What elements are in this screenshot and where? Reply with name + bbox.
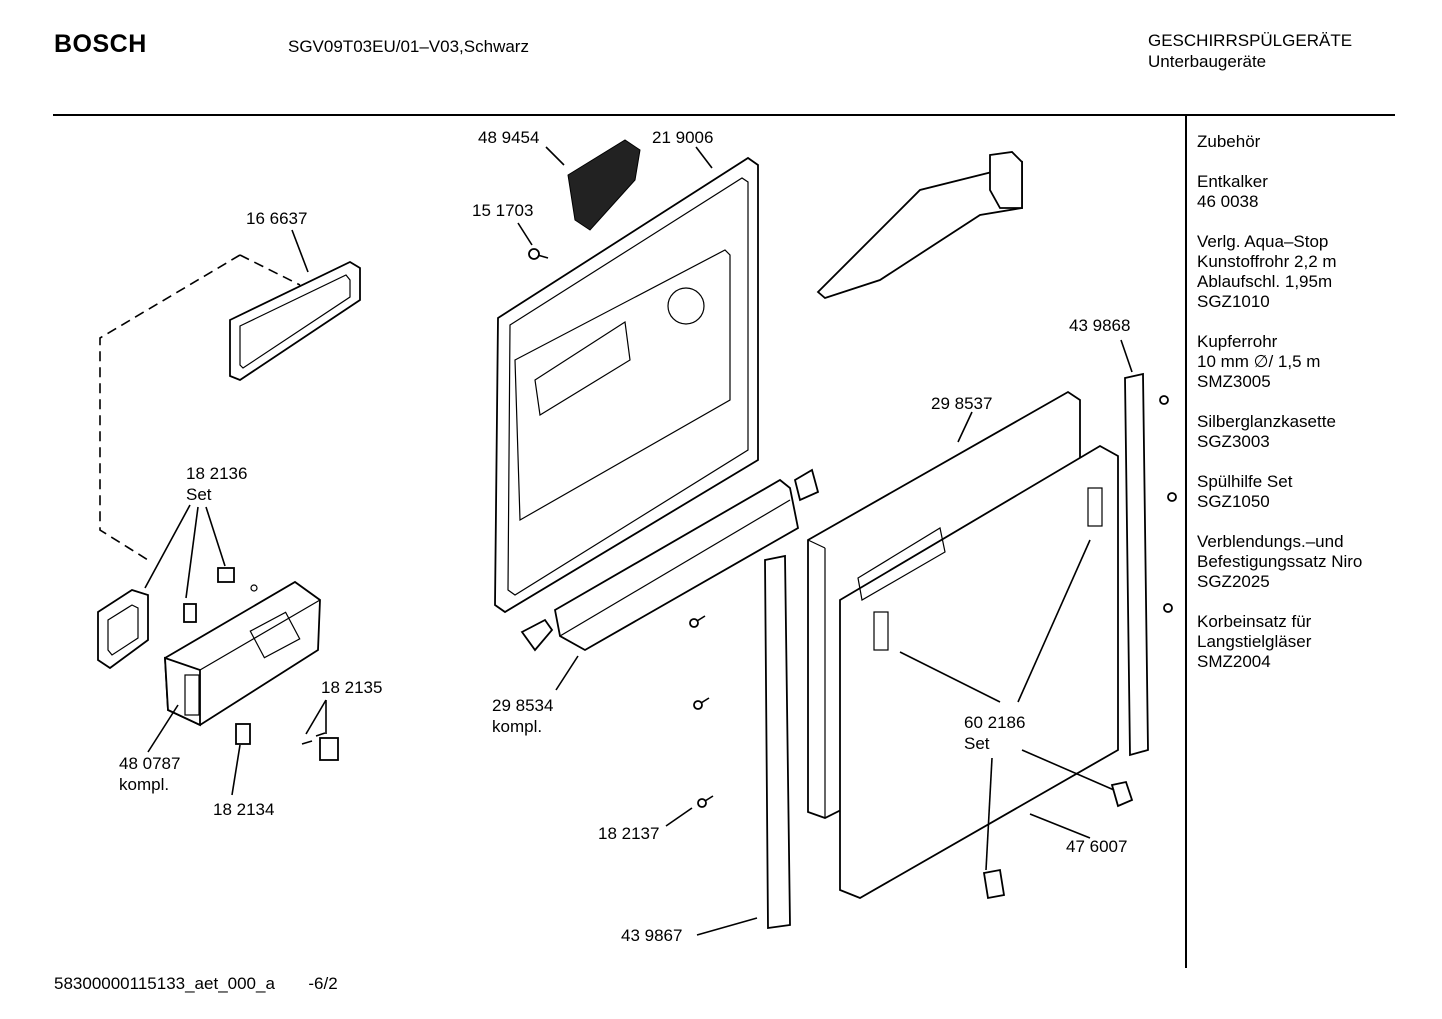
small-clip-part — [250, 584, 258, 592]
accessory-line: Langstielgläser — [1197, 632, 1312, 651]
footer: 58300000115133_aet_000_a -6/2 — [54, 974, 338, 994]
accessory-line: Kupferrohr — [1197, 332, 1278, 351]
accessory-spuelhilfe: Spülhilfe Set SGZ1050 — [1197, 472, 1362, 512]
accessory-line: 10 mm ∅/ 1,5 m — [1197, 352, 1321, 371]
page-number: -6/2 — [308, 974, 338, 993]
accessory-line: Entkalker — [1197, 172, 1268, 191]
hinge-part — [982, 868, 1006, 900]
part-number: 29 8534 — [492, 696, 554, 715]
model-number: SGV09T03EU/01–V03,Schwarz — [288, 37, 529, 56]
accessory-line: Spülhilfe Set — [1197, 472, 1293, 491]
accessory-line: Verblendungs.–und — [1197, 532, 1344, 551]
accessories-title: Zubehör — [1197, 132, 1261, 151]
accessory-line: SMZ3005 — [1197, 372, 1271, 391]
accessory-line: SGZ3003 — [1197, 432, 1270, 451]
screw-part — [528, 248, 549, 260]
accessory-line: SGZ1050 — [1197, 492, 1270, 511]
accessories-list: Zubehör Entkalker 46 0038 Verlg. Aqua–St… — [1197, 132, 1362, 672]
door-handle-part — [567, 139, 641, 231]
accessory-verblendung: Verblendungs.–und Befestigungssatz Niro … — [1197, 532, 1362, 592]
part-label-151703: 15 1703 — [472, 201, 534, 220]
part-suffix: kompl. — [119, 775, 170, 794]
accessory-line: SGZ2025 — [1197, 572, 1270, 591]
bracket-part — [793, 468, 820, 502]
part-label-439867: 43 9867 — [621, 926, 683, 945]
assembly-dashed-outline — [239, 254, 301, 286]
accessory-aqua-stop: Verlg. Aqua–Stop Kunstoffrohr 2,2 m Abla… — [1197, 232, 1362, 312]
bracket-part — [520, 618, 554, 652]
accessory-line: Kunstoffrohr 2,2 m — [1197, 252, 1337, 271]
small-clip-part — [183, 603, 197, 623]
small-clip-part — [217, 567, 235, 583]
dispenser-part — [164, 580, 321, 727]
part-label-182135: 18 2135 — [321, 678, 383, 697]
part-label-182136: 18 2136 Set — [186, 463, 247, 505]
bottom-rail-part — [553, 478, 800, 652]
accessory-kupferrohr: Kupferrohr 10 mm ∅/ 1,5 m SMZ3005 — [1197, 332, 1362, 392]
accessory-line: Verlg. Aqua–Stop — [1197, 232, 1329, 251]
accessory-line: Korbeinsatz für — [1197, 612, 1312, 631]
small-cover-part — [319, 737, 339, 761]
part-suffix: Set — [186, 485, 212, 504]
accessory-silberglanzkasette: Silberglanzkasette SGZ3003 — [1197, 412, 1362, 452]
category: GESCHIRRSPÜLGERÄTE Unterbaugeräte — [1148, 30, 1352, 72]
screw-part — [1159, 395, 1177, 613]
side-strip-part — [1124, 372, 1149, 757]
exploded-view-diagram — [97, 139, 1177, 936]
header-divider — [53, 114, 1395, 116]
part-number: 60 2186 — [964, 713, 1026, 732]
brand-logo: BOSCH — [54, 30, 147, 58]
part-label-439868: 43 9868 — [1069, 316, 1131, 335]
inner-door-part — [494, 156, 759, 614]
part-label-219006: 21 9006 — [652, 128, 714, 147]
part-label-182137: 18 2137 — [598, 824, 660, 843]
part-label-298537: 29 8537 — [931, 394, 993, 413]
accessory-line: Silberglanzkasette — [1197, 412, 1336, 431]
part-label-480787: 48 0787 kompl. — [119, 753, 180, 795]
screw-part — [689, 615, 714, 808]
small-cover-part — [235, 723, 251, 745]
accessory-line: 46 0038 — [1197, 192, 1259, 211]
sidebar-divider — [1185, 116, 1187, 968]
seal-frame-part — [229, 260, 361, 382]
front-panel-part — [839, 444, 1119, 899]
lid-part — [97, 589, 149, 670]
part-label-298534: 29 8534 kompl. — [492, 695, 553, 737]
part-suffix: Set — [964, 734, 990, 753]
mounting-bracket-part — [816, 151, 1023, 300]
part-label-489454: 48 9454 — [478, 128, 540, 147]
part-number: 48 0787 — [119, 754, 181, 773]
side-strip-part — [764, 554, 791, 930]
part-label-602186: 60 2186 Set — [964, 712, 1025, 754]
accessory-line: SMZ2004 — [1197, 652, 1271, 671]
part-number: 18 2136 — [186, 464, 248, 483]
assembly-dashed-outline — [99, 254, 241, 561]
accessory-line: Ablaufschl. 1,95m — [1197, 272, 1333, 291]
part-suffix: kompl. — [492, 717, 543, 736]
hinge-part — [1110, 780, 1134, 808]
part-label-476007: 47 6007 — [1066, 837, 1128, 856]
part-label-182134: 18 2134 — [213, 800, 275, 819]
accessory-line: SGZ1010 — [1197, 292, 1270, 311]
document-id: 58300000115133_aet_000_a — [54, 974, 275, 993]
accessory-entkalker: Entkalker 46 0038 — [1197, 172, 1362, 212]
accessory-line: Befestigungssatz Niro — [1197, 552, 1363, 571]
category-title: GESCHIRRSPÜLGERÄTE — [1148, 31, 1353, 50]
part-label-166637: 16 6637 — [246, 209, 308, 228]
category-subtitle: Unterbaugeräte — [1148, 52, 1267, 71]
accessory-korbeinsatz: Korbeinsatz für Langstielgläser SMZ2004 — [1197, 612, 1362, 672]
